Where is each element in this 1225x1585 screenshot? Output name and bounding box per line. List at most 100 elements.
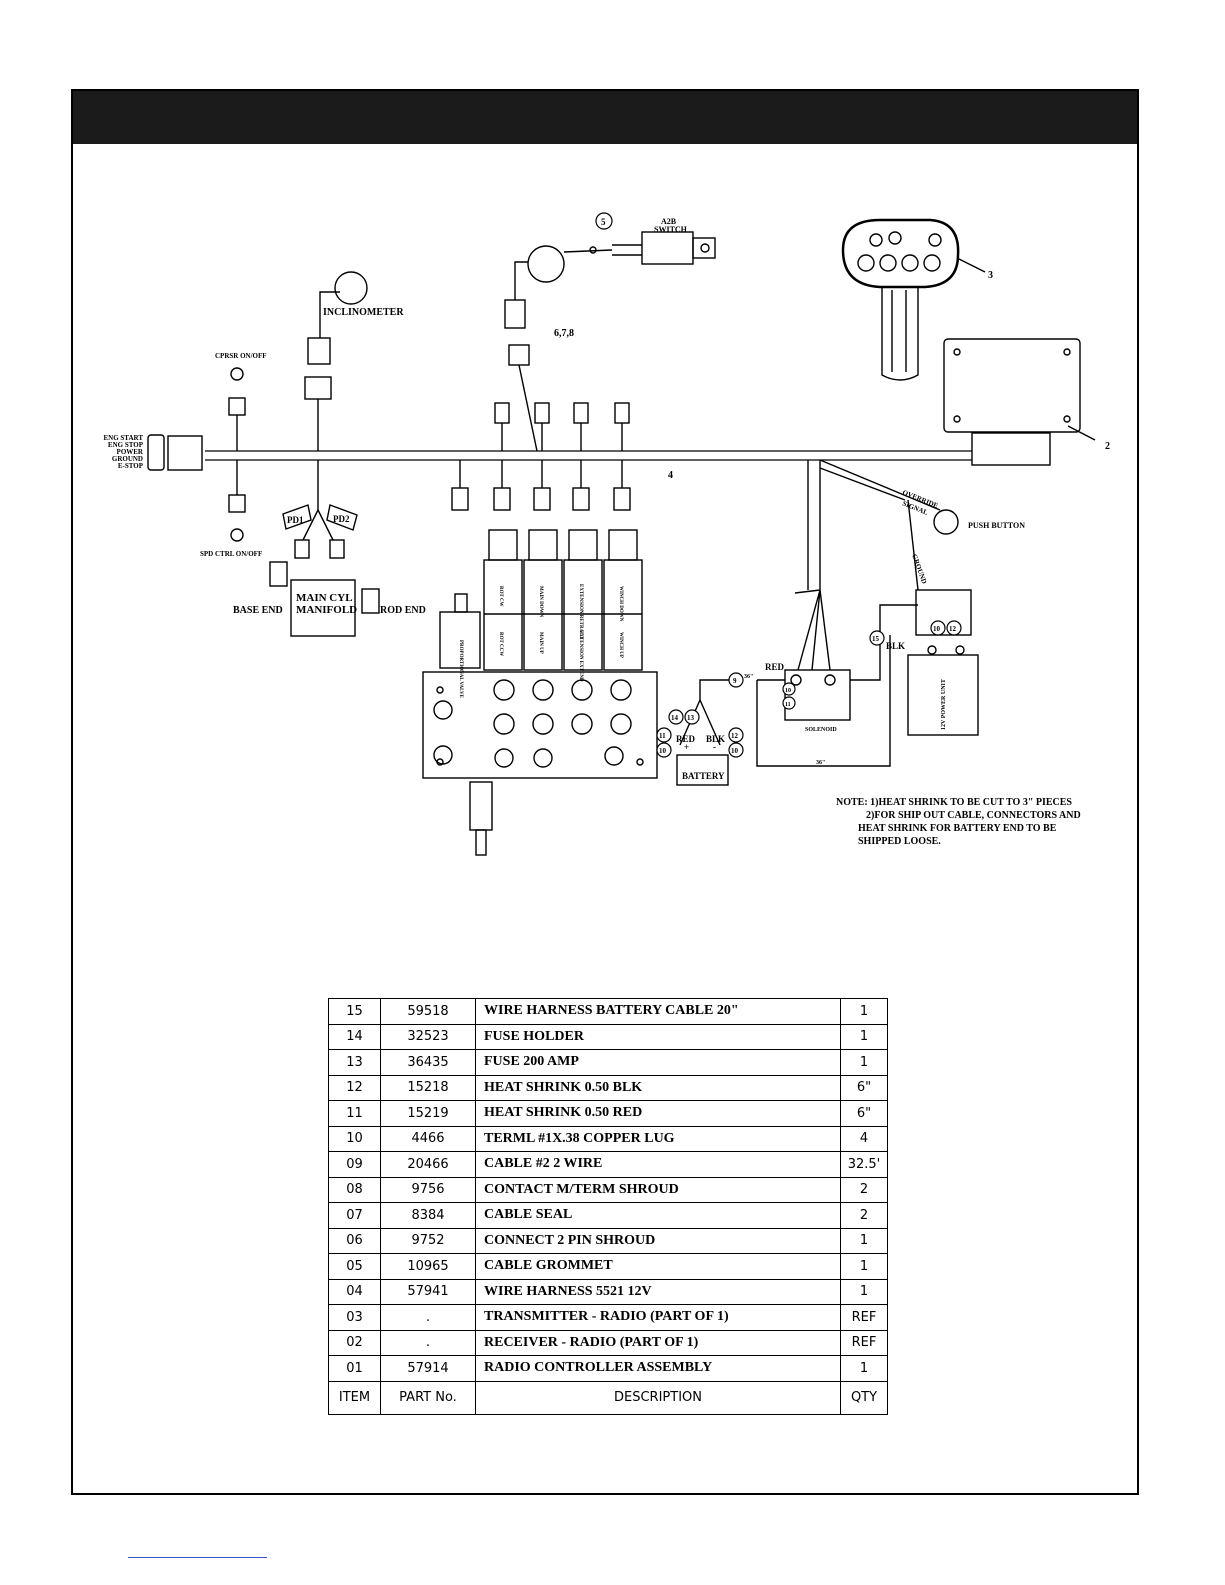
callout-12a: 12 [949, 625, 957, 633]
inclinometer [334, 271, 368, 305]
bom-desc-cell: TRANSMITTER - RADIO (PART OF 1) [475, 1304, 841, 1331]
bom-desc-cell: WIRE HARNESS 5521 12V [475, 1278, 841, 1305]
bom-item-cell: 06 [328, 1227, 381, 1254]
bom-item-cell: 01 [328, 1355, 381, 1382]
push-button-label: PUSH BUTTON [968, 521, 1025, 530]
pd1-tag [282, 504, 312, 530]
bom-part-cell: 36435 [380, 1049, 476, 1076]
callout-11b: 11 [659, 732, 666, 740]
bom-item-cell: 08 [328, 1176, 381, 1203]
table-row: 02.RECEIVER - RADIO (PART OF 1)REF [328, 1329, 888, 1356]
header-bar [73, 91, 1137, 144]
bom-part-cell: 10965 [380, 1253, 476, 1280]
bom-part-cell: 57914 [380, 1355, 476, 1382]
main-cyl-label: MAIN CYL [296, 592, 353, 604]
page-frame [71, 89, 1139, 1495]
note-line-2: 2)FOR SHIP OUT CABLE, CONNECTORS AND [866, 810, 1081, 821]
bom-qty-cell: 1 [840, 1023, 888, 1050]
blk-label: BLK [886, 641, 905, 651]
a2b-sensor [527, 245, 565, 283]
push-button [933, 509, 959, 535]
bom-qty-cell: 6" [840, 1100, 888, 1127]
valve-label-5: ROT CCW [498, 632, 503, 656]
bom-item-cell: 14 [328, 1023, 381, 1050]
main-plug [147, 434, 165, 471]
a2b-switch-box [641, 231, 694, 265]
battery [676, 754, 729, 786]
cprsr-label: CPRSR ON/OFF [215, 352, 267, 360]
bom-desc-cell: RADIO CONTROLLER ASSEMBLY [475, 1355, 841, 1382]
callout-10a: 10 [933, 625, 941, 633]
callout-13: 13 [687, 714, 695, 722]
bom-part-cell: 4466 [380, 1125, 476, 1152]
bottom-connectors [451, 460, 631, 511]
bom-item-cell: 12 [328, 1074, 381, 1101]
pd2-label: PD2 [333, 514, 350, 524]
receiver-connector [971, 432, 1051, 466]
callout-5: 5 [601, 217, 606, 227]
receiver-box [943, 338, 1081, 433]
solenoid-label: SOLENOID [805, 727, 837, 733]
length-long: 36" [816, 760, 825, 766]
bom-part-cell: 9752 [380, 1227, 476, 1254]
bom-desc-cell: CONNECT 2 PIN SHROUD [475, 1227, 841, 1254]
spd-label: SPD CTRL ON/OFF [200, 550, 262, 558]
bom-item-cell: 13 [328, 1049, 381, 1076]
callout-4: 4 [668, 470, 673, 481]
bom-desc-cell: WIRE HARNESS BATTERY CABLE 20" [475, 998, 841, 1025]
length-short: 36" [744, 674, 753, 680]
bom-item-cell: 04 [328, 1278, 381, 1305]
base-end-label: BASE END [233, 605, 283, 616]
callout-12b: 12 [731, 732, 739, 740]
valve-label-4: WINCH DOWN [618, 586, 623, 622]
note-line-1: NOTE: 1)HEAT SHRINK TO BE CUT TO 3" PIEC… [836, 797, 1072, 808]
bom-desc-cell: TERML #1X.38 COPPER LUG [475, 1125, 841, 1152]
valve-label-6: MAIN UP [538, 632, 543, 654]
bom-desc-cell: FUSE HOLDER [475, 1023, 841, 1050]
callout-11a: 11 [785, 702, 791, 708]
bom-header-item: ITEM [328, 1380, 381, 1415]
bom-part-cell: 15219 [380, 1100, 476, 1127]
power-label: POWER [117, 448, 144, 456]
main-cyl-manifold [290, 579, 356, 637]
bom-qty-cell: REF [840, 1304, 888, 1331]
bom-qty-cell: 1 [840, 1227, 888, 1254]
valve-label-2: MAIN DOWN [538, 586, 543, 618]
minus-sign: - [713, 742, 716, 752]
bom-qty-cell: 2 [840, 1202, 888, 1229]
bom-part-cell: 9756 [380, 1176, 476, 1203]
eng-start-label: ENG START [104, 434, 144, 442]
table-row: 03.TRANSMITTER - RADIO (PART OF 1)REF [328, 1304, 888, 1331]
battery-red-label: RED [676, 734, 696, 744]
transmitter-handle [881, 287, 919, 381]
note-line-4: SHIPPED LOOSE. [858, 836, 941, 847]
bom-desc-cell: CABLE SEAL [475, 1202, 841, 1229]
bom-qty-cell: 6" [840, 1074, 888, 1101]
bom-qty-cell: 2 [840, 1176, 888, 1203]
red-label: RED [765, 662, 785, 672]
bom-part-cell: 57941 [380, 1278, 476, 1305]
switch-label: SWITCH [654, 225, 688, 234]
callout-14: 14 [671, 714, 679, 722]
bom-desc-cell: HEAT SHRINK 0.50 BLK [475, 1074, 841, 1101]
callout-3: 3 [988, 270, 993, 281]
pd1-label: PD1 [287, 515, 304, 525]
bom-header-part: PART No. [380, 1380, 476, 1415]
bom-part-cell: 32523 [380, 1023, 476, 1050]
footer-link-underline[interactable] [128, 1557, 267, 1558]
inclinometer-label: INCLINOMETER [323, 307, 404, 318]
bom-qty-cell: 1 [840, 1355, 888, 1382]
ground-label: GROUND [112, 455, 143, 463]
bom-qty-cell: 32.5' [840, 1151, 888, 1178]
bom-qty-cell: 1 [840, 1049, 888, 1076]
valve-bank [422, 529, 658, 856]
power-unit-label: 12V POWER UNIT [941, 679, 947, 730]
eng-stop-label: ENG STOP [108, 441, 144, 449]
